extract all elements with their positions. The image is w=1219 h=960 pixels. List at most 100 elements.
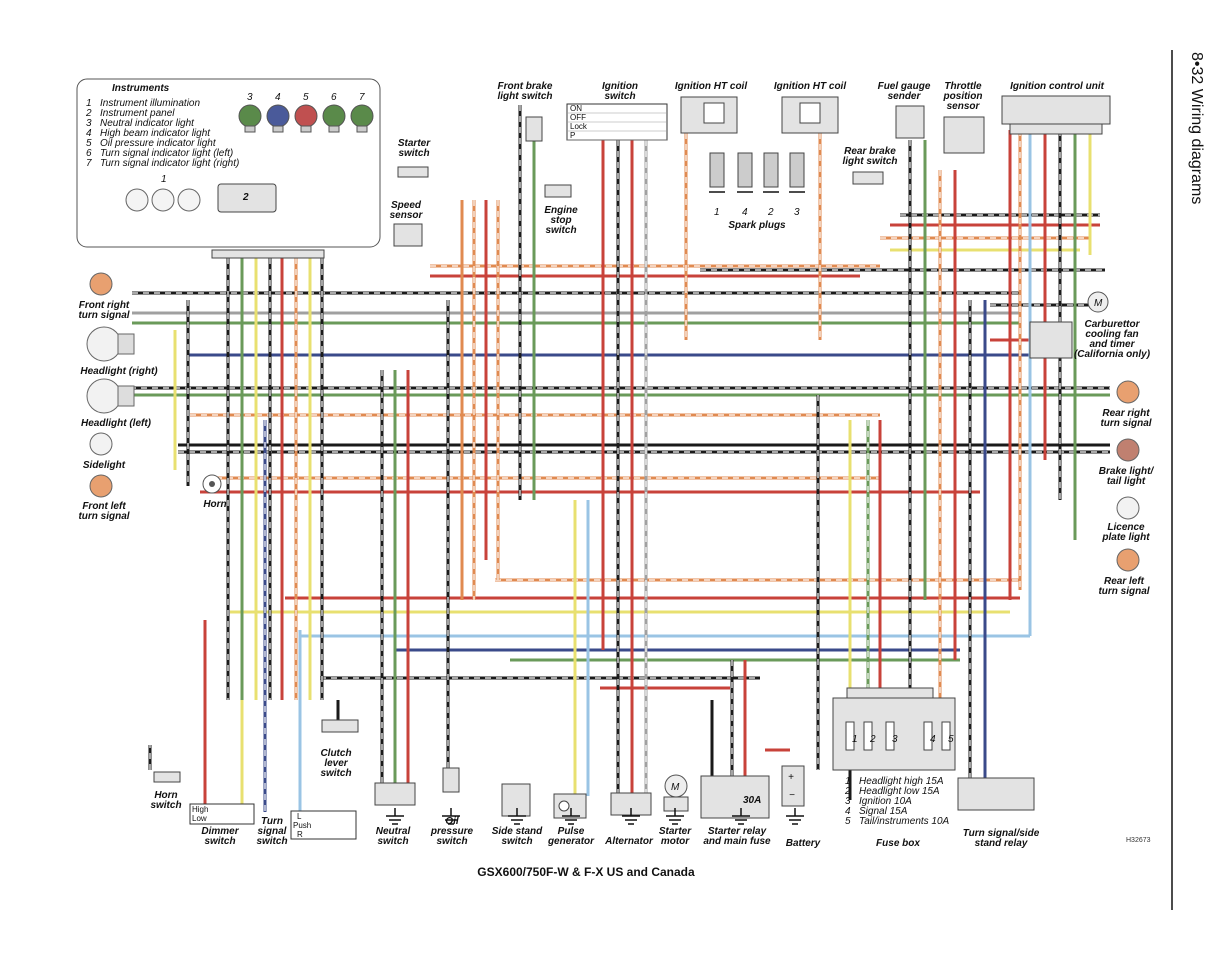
rear-left-turn-signal: Rear left turn signal <box>1098 548 1150 597</box>
svg-text:pressure: pressure <box>430 826 474 837</box>
ht-coil-2: Ignition HT coil <box>774 81 846 134</box>
illumination-bulbs <box>125 188 201 212</box>
svg-text:−: − <box>789 790 795 801</box>
svg-text:switch: switch <box>204 836 235 847</box>
svg-text:Headlight (left): Headlight (left) <box>81 418 152 429</box>
svg-text:turn signal: turn signal <box>78 310 129 321</box>
svg-text:Sidelight: Sidelight <box>83 460 126 471</box>
svg-text:Pulse: Pulse <box>558 826 585 837</box>
throttle-position-sensor: Throttle position sensor <box>943 81 985 154</box>
svg-text:L: L <box>297 812 302 821</box>
svg-text:light switch: light switch <box>843 156 898 167</box>
clutch-lever-switch: Clutch lever switch <box>320 719 359 779</box>
indicator-bulb <box>294 104 318 128</box>
bulb-number: 5 <box>303 92 309 103</box>
fuse-legend-number: 4 <box>845 806 851 817</box>
svg-text:switch: switch <box>436 836 467 847</box>
svg-text:signal: signal <box>258 826 287 837</box>
svg-text:Low: Low <box>192 814 207 823</box>
fuse-number: 4 <box>930 734 936 745</box>
svg-text:Turn signal/side: Turn signal/side <box>963 828 1040 839</box>
svg-text:Ignition HT coil: Ignition HT coil <box>774 81 846 92</box>
ground-symbol <box>622 808 640 825</box>
fuse-number: 3 <box>892 734 898 745</box>
turn-signal-side-stand-relay: Turn signal/side stand relay <box>957 777 1040 849</box>
svg-text:switch: switch <box>501 836 532 847</box>
svg-text:Ignition: Ignition <box>602 81 638 92</box>
headlight-right: Headlight (right) <box>80 326 158 377</box>
rear-brake-light-switch: Rear brake light switch <box>843 146 898 185</box>
bulb-base <box>300 125 312 133</box>
starter-motor-symbol: M <box>671 782 680 793</box>
svg-text:plate light: plate light <box>1101 532 1150 543</box>
bulb-number: 3 <box>247 92 253 103</box>
svg-text:Dimmer: Dimmer <box>201 826 239 837</box>
indicator-bulb <box>238 104 262 128</box>
front-right-turn-signal: Front right turn signal <box>78 272 130 321</box>
spark-plug <box>709 152 725 188</box>
fuse-legend-number: 1 <box>845 776 851 787</box>
spark-plug <box>763 152 779 188</box>
fuse-legend-text: Signal 15A <box>859 806 908 817</box>
svg-text:switch: switch <box>377 836 408 847</box>
svg-text:turn signal: turn signal <box>1098 586 1149 597</box>
legend-text: Oil pressure indicator light <box>100 138 217 149</box>
instruments-title: Instruments <box>112 83 170 94</box>
fuse-legend-number: 5 <box>845 816 851 827</box>
svg-text:Battery: Battery <box>786 838 821 849</box>
ground-symbol <box>562 808 580 825</box>
svg-text:and timer: and timer <box>1089 339 1135 350</box>
svg-text:Ignition control unit: Ignition control unit <box>1010 81 1105 92</box>
svg-text:Ignition HT coil: Ignition HT coil <box>675 81 747 92</box>
svg-text:turn signal: turn signal <box>78 511 129 522</box>
svg-text:switch: switch <box>150 800 181 811</box>
turn-signal-switch: L Push R Turn signal switch <box>256 810 357 847</box>
svg-text:R: R <box>297 830 303 839</box>
alternator: Alternator <box>604 792 654 847</box>
svg-text:turn signal: turn signal <box>1100 418 1151 429</box>
svg-text:Front right: Front right <box>79 300 130 311</box>
front-left-turn-signal: Front left turn signal <box>78 474 130 522</box>
ground-symbol <box>386 808 404 825</box>
spark-plug-number: 3 <box>794 207 800 218</box>
spark-plug-number: 1 <box>714 207 720 218</box>
fuse-legend-text: Tail/instruments 10A <box>859 816 950 827</box>
svg-text:Neutral: Neutral <box>376 826 411 837</box>
svg-text:Carburettor: Carburettor <box>1084 319 1140 330</box>
ignition-position-label: Lock <box>570 122 588 131</box>
svg-text:switch: switch <box>320 768 351 779</box>
neutral-switch: Neutral switch <box>374 782 416 847</box>
ground-symbol <box>732 808 750 825</box>
svg-text:Horn: Horn <box>154 790 177 801</box>
svg-text:Starter relay: Starter relay <box>708 826 767 837</box>
svg-text:cooling fan: cooling fan <box>1085 329 1138 340</box>
speed-sensor: Speed sensor <box>390 200 424 247</box>
svg-text:Alternator: Alternator <box>604 836 654 847</box>
svg-text:Front left: Front left <box>82 501 126 512</box>
fuse <box>885 721 895 751</box>
ground-symbol <box>442 808 460 825</box>
spark-plugs-label: Spark plugs <box>728 220 786 231</box>
indicator-bulb <box>350 104 374 128</box>
svg-text:Rear right: Rear right <box>1102 408 1150 419</box>
svg-text:Starter: Starter <box>659 826 692 837</box>
svg-text:position: position <box>943 91 983 102</box>
legend-text: Neutral indicator light <box>100 118 195 129</box>
svg-text:switch: switch <box>256 836 287 847</box>
legend-number: 6 <box>86 148 92 159</box>
svg-text:Rear brake: Rear brake <box>844 146 896 157</box>
svg-text:motor: motor <box>661 836 690 847</box>
legend-number: 2 <box>85 108 92 119</box>
fuse-legend-number: 3 <box>845 796 851 807</box>
pulse-generator: Pulse generator <box>547 793 595 847</box>
main-fuse-rating: 30A <box>743 795 761 806</box>
svg-text:stand relay: stand relay <box>975 838 1028 849</box>
indicator-bulb <box>322 104 346 128</box>
ground-symbols <box>386 808 804 825</box>
bulb-base <box>244 125 256 133</box>
fuse <box>845 721 855 751</box>
instrument-connector <box>211 249 325 259</box>
dimmer-switch: High Low Dimmer switch <box>189 803 255 847</box>
